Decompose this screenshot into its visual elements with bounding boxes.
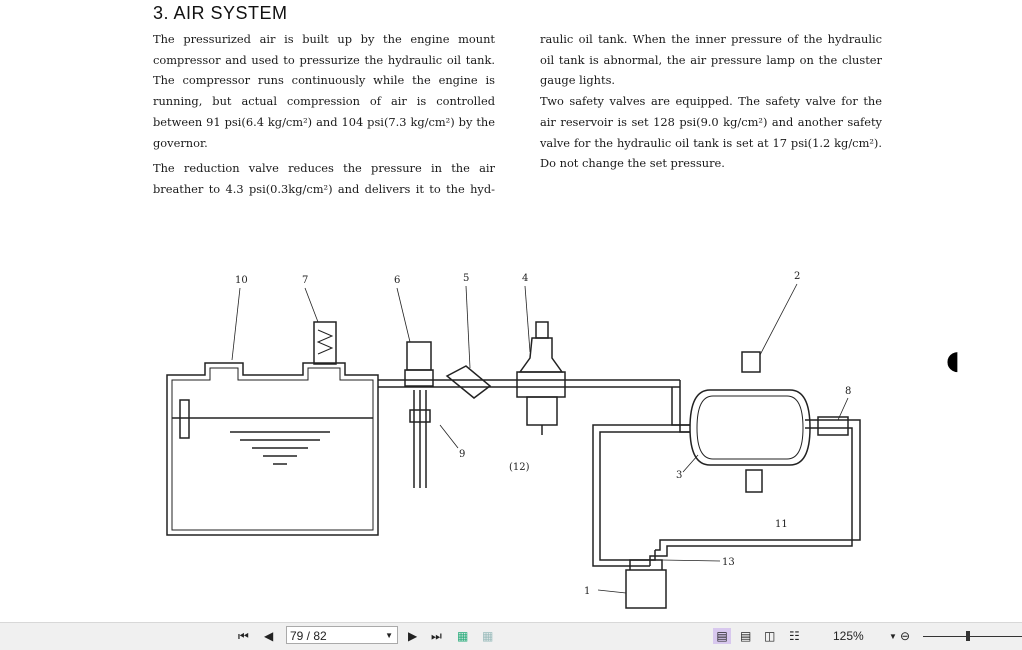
label-13: 13: [722, 557, 735, 568]
part-labels: 10 7 6 5 4 2 8 9 (12) 3 11 13 1: [235, 271, 851, 597]
text-line: governor.: [153, 135, 208, 150]
text-line: The reduction valve reduces the pressure…: [153, 161, 495, 176]
text-line: breather to 4.3 psi(0.3kg/cm²) and deliv…: [153, 181, 495, 196]
text-line: running, but actual compression of air i…: [153, 94, 495, 109]
label-9: 9: [459, 449, 465, 460]
text-line: Do not change the set pressure.: [540, 156, 725, 171]
text-line: The compressor runs continuously while t…: [153, 73, 495, 88]
text-line: raulic oil tank. When the inner pressure…: [540, 32, 882, 46]
page-number: 79 / 82: [290, 629, 327, 643]
zoom-level[interactable]: 125%: [833, 629, 864, 643]
label-1: 1: [584, 586, 590, 597]
air-system-diagram: 10 7 6 5 4 2 8 9 (12) 3 11 13 1: [166, 271, 861, 609]
label-5: 5: [463, 273, 469, 284]
safety-valve-7: [313, 321, 337, 365]
label-8: 8: [845, 386, 851, 397]
hydraulic-tank: [166, 362, 379, 536]
label-4: 4: [522, 273, 528, 284]
zoom-slider[interactable]: [923, 636, 1022, 637]
pdf-toolbar: ⏮ ◀ 79 / 82 ▼ ▶ ⏭ ▦ ▦ ▤ ▤ ◫ ☷ 125% ▼ ⊖: [0, 622, 1022, 650]
label-12: (12): [509, 462, 530, 473]
text-line: oil tank is abnormal, the air pressure l…: [540, 52, 882, 67]
previous-page-icon[interactable]: ◀: [264, 629, 274, 643]
leader-lines: [231, 283, 849, 594]
text-line: air reservoir is set 128 psi(9.0 kg/cm²)…: [540, 114, 882, 129]
section-heading: 3. AIR SYSTEM: [153, 3, 288, 23]
previous-view-icon[interactable]: ▦: [457, 629, 469, 643]
air-pipes: [378, 379, 861, 567]
label-10: 10: [235, 275, 248, 286]
next-view-icon[interactable]: ▦: [482, 629, 494, 643]
first-page-icon[interactable]: ⏮: [238, 628, 249, 643]
zoom-dropdown-icon[interactable]: ▼: [889, 631, 897, 641]
page-edge-mark: ◖: [946, 346, 960, 376]
facing-view-icon[interactable]: ◫: [764, 629, 776, 643]
single-page-view-icon[interactable]: ▤: [713, 628, 731, 644]
label-3: 3: [676, 470, 682, 481]
chevron-down-icon: ▼: [385, 631, 393, 640]
text-column-left: The pressurized air is built up by the e…: [153, 29, 495, 200]
label-6: 6: [394, 275, 400, 286]
text-line: Two safety valves are equipped. The safe…: [540, 94, 882, 109]
label-11: 11: [775, 519, 788, 530]
last-page-icon[interactable]: ⏭: [431, 628, 442, 643]
text-line: The pressurized air is built up by the e…: [153, 32, 495, 46]
label-2: 2: [794, 271, 800, 282]
air-reservoir: [689, 389, 811, 466]
zoom-slider-thumb[interactable]: [966, 631, 970, 641]
label-7: 7: [302, 275, 308, 286]
text-line: gauge lights.: [540, 73, 616, 88]
components: [404, 321, 849, 609]
continuous-view-icon[interactable]: ▤: [740, 629, 752, 643]
page-number-select[interactable]: 79 / 82 ▼: [286, 626, 398, 644]
text-column-right: raulic oil tank. When the inner pressure…: [540, 29, 882, 174]
text-line: valve for the hydraulic oil tank is set …: [540, 135, 882, 150]
next-page-icon[interactable]: ▶: [408, 629, 418, 643]
facing-continuous-view-icon[interactable]: ☷: [789, 629, 800, 643]
text-line: between 91 psi(6.4 kg/cm²) and 104 psi(7…: [153, 114, 495, 129]
text-line: compressor and used to pressurize the hy…: [153, 52, 495, 67]
zoom-out-icon[interactable]: ⊖: [900, 629, 911, 643]
